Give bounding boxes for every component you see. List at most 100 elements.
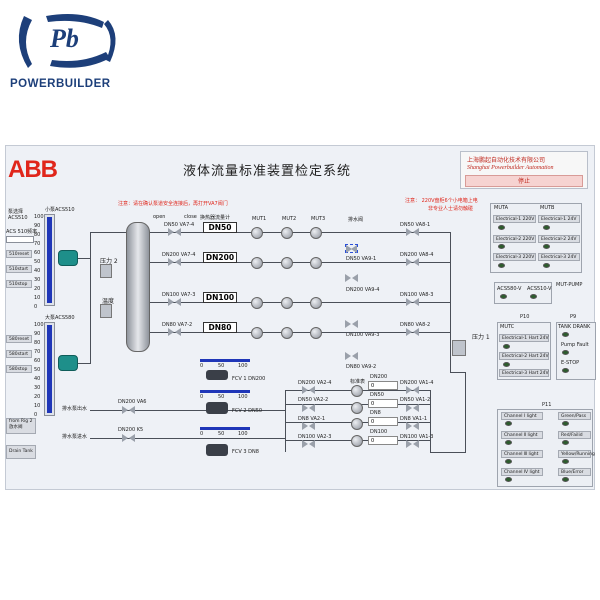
valve-label: DN8 VA2-1 bbox=[298, 416, 326, 422]
dn200-meter: DN200 bbox=[203, 252, 237, 263]
note-valve-safety: 注意：请在确认泵道安全连接后，再打开VA7阀门 bbox=[118, 201, 228, 207]
std-dn200-label: DN200 bbox=[370, 374, 388, 380]
mutb-electrical2[interactable]: Electrical-2 24V bbox=[538, 235, 580, 243]
mut1-label: MUT1 bbox=[252, 216, 267, 222]
channel2-button[interactable]: Channel Ⅱ light bbox=[501, 431, 543, 439]
mut1-dn200-icon bbox=[251, 257, 263, 269]
fcv3-slider[interactable] bbox=[200, 427, 250, 430]
status-green-led bbox=[562, 421, 569, 426]
abb-logo: ABB bbox=[8, 156, 58, 183]
status-green[interactable]: Green/Pass bbox=[558, 412, 591, 420]
mut1-dn100-icon bbox=[251, 297, 263, 309]
valve-k5[interactable] bbox=[122, 434, 135, 443]
fcv3-actuator-icon[interactable] bbox=[206, 444, 228, 456]
big-pump-icon[interactable] bbox=[58, 355, 78, 371]
mutb-electrical3[interactable]: Electrical-3 24V bbox=[538, 253, 580, 261]
valve-va9-3[interactable] bbox=[345, 320, 358, 329]
pump-fault-led bbox=[562, 350, 569, 355]
acs580-label: ACS580-V bbox=[497, 286, 522, 292]
estop-led bbox=[562, 368, 569, 373]
stop-button[interactable]: 停止 bbox=[465, 175, 583, 187]
mutb3-led bbox=[543, 263, 550, 268]
status-yellow[interactable]: Yellow/Running bbox=[558, 450, 595, 458]
valve-va2-4[interactable] bbox=[302, 386, 315, 395]
valve-va2-2[interactable] bbox=[302, 404, 315, 413]
dn80-meter: DN80 bbox=[203, 322, 237, 333]
company-cn: 上海鹏起自动化技术有限公司 bbox=[467, 157, 546, 164]
acs-panel bbox=[494, 282, 552, 304]
fcv1-slider[interactable] bbox=[200, 359, 250, 362]
fcv2-actuator-icon[interactable] bbox=[206, 402, 228, 414]
valve-va1-4[interactable] bbox=[406, 386, 419, 395]
mut3-dn100-icon bbox=[310, 297, 322, 309]
valve-va7-2[interactable] bbox=[168, 328, 181, 337]
valve-va8-1[interactable] bbox=[406, 228, 419, 237]
acs510-freq-input[interactable] bbox=[6, 236, 34, 243]
channel3-button[interactable]: Channel Ⅲ light bbox=[501, 450, 543, 458]
note-power-1: 注意： 220V盘柜6个小电箱上电 bbox=[405, 198, 478, 204]
std-dn100-label: DN100 bbox=[370, 429, 388, 435]
std-dn100-icon bbox=[351, 435, 363, 447]
valve-va2-1[interactable] bbox=[302, 422, 315, 431]
drain-tank-button[interactable]: Drain Tank bbox=[6, 445, 36, 459]
valve-va7-3[interactable] bbox=[168, 298, 181, 307]
valve-va7-4-dn50[interactable] bbox=[168, 228, 181, 237]
channel4-button[interactable]: Channel Ⅳ light bbox=[501, 468, 543, 476]
logo-swoosh-icon bbox=[18, 14, 116, 68]
btn-510stop[interactable]: 510stop bbox=[6, 280, 32, 288]
temperature-label: 温度 bbox=[102, 298, 115, 305]
muta1-led bbox=[498, 225, 505, 230]
valve-label: DN50 VA1-2 bbox=[400, 397, 431, 403]
valve-va2-3[interactable] bbox=[302, 440, 315, 449]
muta-electrical3[interactable]: Electrical-3 220V bbox=[493, 253, 536, 261]
valve-label: DN50 VA7-4 bbox=[164, 222, 195, 228]
tank-label: 换热器流量计 bbox=[200, 215, 231, 221]
small-pump-icon[interactable] bbox=[58, 250, 78, 266]
mutc-electrical3[interactable]: Electrical-3 Hart 24V bbox=[499, 369, 549, 377]
valve-va1-3[interactable] bbox=[406, 440, 419, 449]
btn-510start[interactable]: 510start bbox=[6, 265, 32, 273]
valve-label: DN200 VA1-4 bbox=[400, 380, 434, 386]
acs510-label: ACS510 bbox=[8, 215, 28, 221]
drain-label: 排水阀 bbox=[348, 217, 364, 223]
valve-va1-2[interactable] bbox=[406, 404, 419, 413]
btn-510reset[interactable]: 510reset bbox=[6, 250, 32, 258]
valve-va6[interactable] bbox=[122, 406, 135, 415]
drain-valve2-label: 排水泵进水 bbox=[62, 434, 88, 440]
muta-label: MUTA bbox=[494, 205, 509, 211]
valve-va8-4[interactable] bbox=[406, 258, 419, 267]
channel1-button[interactable]: Channel Ⅰ light bbox=[501, 412, 543, 420]
p11-label: P11 bbox=[542, 402, 552, 408]
btn-580stop[interactable]: 580stop bbox=[6, 365, 32, 373]
fcv2-slider[interactable] bbox=[200, 390, 250, 393]
muta-electrical1[interactable]: Electrical-1 220V bbox=[493, 215, 536, 223]
mutc2-led bbox=[503, 362, 510, 367]
mut2-label: MUT2 bbox=[282, 216, 297, 222]
valve-va8-2[interactable] bbox=[406, 328, 419, 337]
status-red[interactable]: Red/Failid bbox=[558, 431, 591, 439]
muta3-led bbox=[498, 263, 505, 268]
page-title: 液体流量标准装置检定系统 bbox=[183, 164, 352, 179]
valve-va9-1[interactable] bbox=[345, 244, 358, 253]
valve-va9-2[interactable] bbox=[345, 352, 358, 361]
valve-va8-3[interactable] bbox=[406, 298, 419, 307]
mutb-electrical1[interactable]: Electrical-1 24V bbox=[538, 215, 580, 223]
valve-va7-4-dn200[interactable] bbox=[168, 258, 181, 267]
brand-name: POWERBUILDER bbox=[10, 78, 111, 90]
fcv1-actuator-icon[interactable] bbox=[206, 370, 228, 380]
mutb-label: MUTB bbox=[540, 205, 555, 211]
status-blue[interactable]: Blue/Error bbox=[558, 468, 591, 476]
valve-label: DN8 VA1-1 bbox=[400, 416, 428, 422]
mutc-electrical2[interactable]: Electrical-2 Hart 24V bbox=[499, 352, 549, 360]
mutc-electrical1[interactable]: Electrical-1 Hart 24V bbox=[499, 334, 549, 342]
muta-electrical2[interactable]: Electrical-2 220V bbox=[493, 235, 536, 243]
muta2-led bbox=[498, 244, 505, 249]
valve-va1-1[interactable] bbox=[406, 422, 419, 431]
btn-580reset[interactable]: 580reset bbox=[6, 335, 32, 343]
mut1-dn80-icon bbox=[251, 327, 263, 339]
valve-va9-4[interactable] bbox=[345, 274, 358, 283]
pressure1-label: 压力 1 bbox=[472, 334, 490, 341]
btn-580start[interactable]: 580start bbox=[6, 350, 32, 358]
valve-label: DN200 K5 bbox=[118, 427, 144, 433]
